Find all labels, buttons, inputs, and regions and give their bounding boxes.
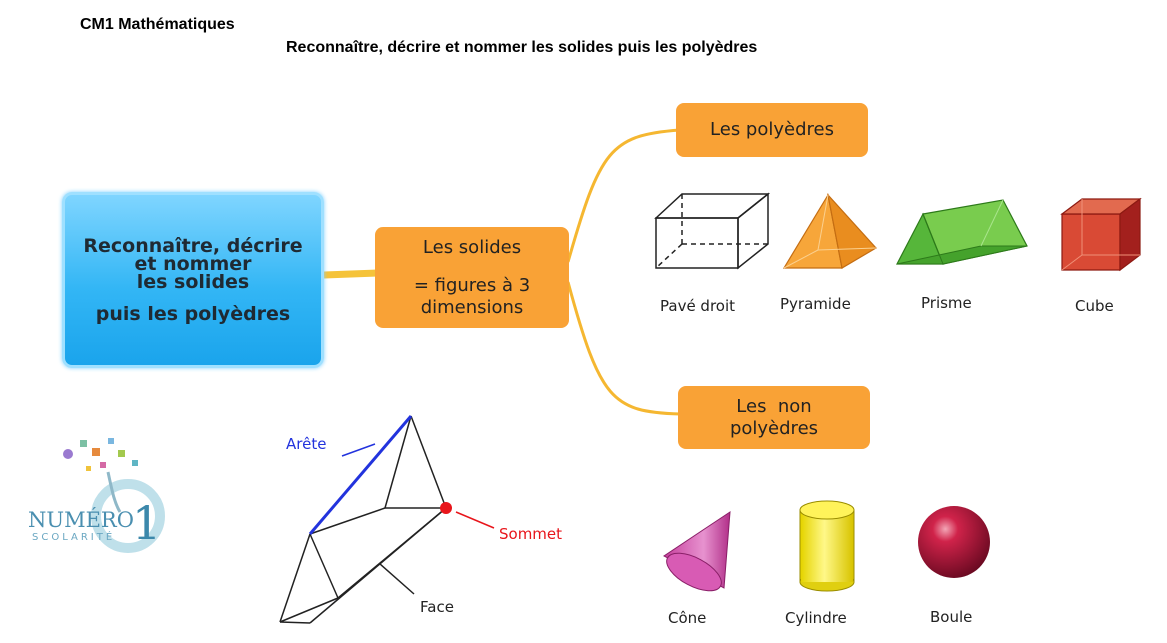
non-polyedres-line1: Les non <box>736 395 812 417</box>
sphere-label: Boule <box>930 608 973 626</box>
central-topic-line4: puis les polyèdres <box>95 303 291 325</box>
central-topic-line3: les solides <box>136 271 250 293</box>
subject-label: CM1 Mathématiques <box>80 16 235 33</box>
solides-node[interactable]: Les solides = figures à 3 dimensions <box>375 227 569 328</box>
non-polyedres-node[interactable]: Les non polyèdres <box>678 386 870 449</box>
cuboid-label: Pavé droit <box>660 297 736 315</box>
prism-icon <box>896 199 1028 265</box>
cylinder-label: Cylindre <box>785 609 847 627</box>
logo-digit: 1 <box>132 496 162 550</box>
connector-solides-non-polyedres <box>566 281 681 416</box>
cuboid-icon <box>654 192 771 270</box>
prism-label: Prisme <box>921 294 972 312</box>
polyedres-label: Les polyèdres <box>710 119 834 140</box>
non-polyedres-line2: polyèdres <box>729 417 819 439</box>
highlighted-vertex <box>440 502 452 514</box>
prism-diagram <box>279 415 495 624</box>
solides-line2: = figures à 3 <box>413 274 531 296</box>
logo-emblem-icon <box>63 438 165 553</box>
logo-word-numero: NUMÉRO <box>28 508 134 532</box>
central-topic-node[interactable]: Reconnaître, décrire et nommer les solid… <box>62 192 324 368</box>
vertex-label: Sommet <box>499 525 563 543</box>
polyedres-node[interactable]: Les polyèdres <box>676 103 868 157</box>
pyramid-label: Pyramide <box>780 295 851 313</box>
cone-icon <box>663 511 731 592</box>
connector-solides-polyedres <box>566 128 681 263</box>
central-topic-line1: Reconnaître, décrire <box>83 235 303 257</box>
solides-line3: dimensions <box>420 296 524 318</box>
central-topic-line2: et nommer <box>134 253 252 275</box>
edge-label: Arête <box>286 435 327 453</box>
connector-main-solides <box>323 269 379 279</box>
cube-icon <box>1060 197 1142 272</box>
cylinder-icon <box>799 500 855 592</box>
cube-label: Cube <box>1075 297 1114 315</box>
pyramid-icon <box>782 193 877 269</box>
page-title: Reconnaître, décrire et nommer les solid… <box>286 39 758 56</box>
sphere-icon <box>918 506 990 578</box>
logo: NUMÉRO SCOLARITÉ 1 <box>28 432 168 562</box>
face-label: Face <box>420 598 454 616</box>
cone-label: Cône <box>668 609 707 627</box>
highlighted-edge <box>308 415 413 535</box>
logo-word-scolarite: SCOLARITÉ <box>32 532 116 543</box>
solides-line1: Les solides <box>422 236 522 258</box>
